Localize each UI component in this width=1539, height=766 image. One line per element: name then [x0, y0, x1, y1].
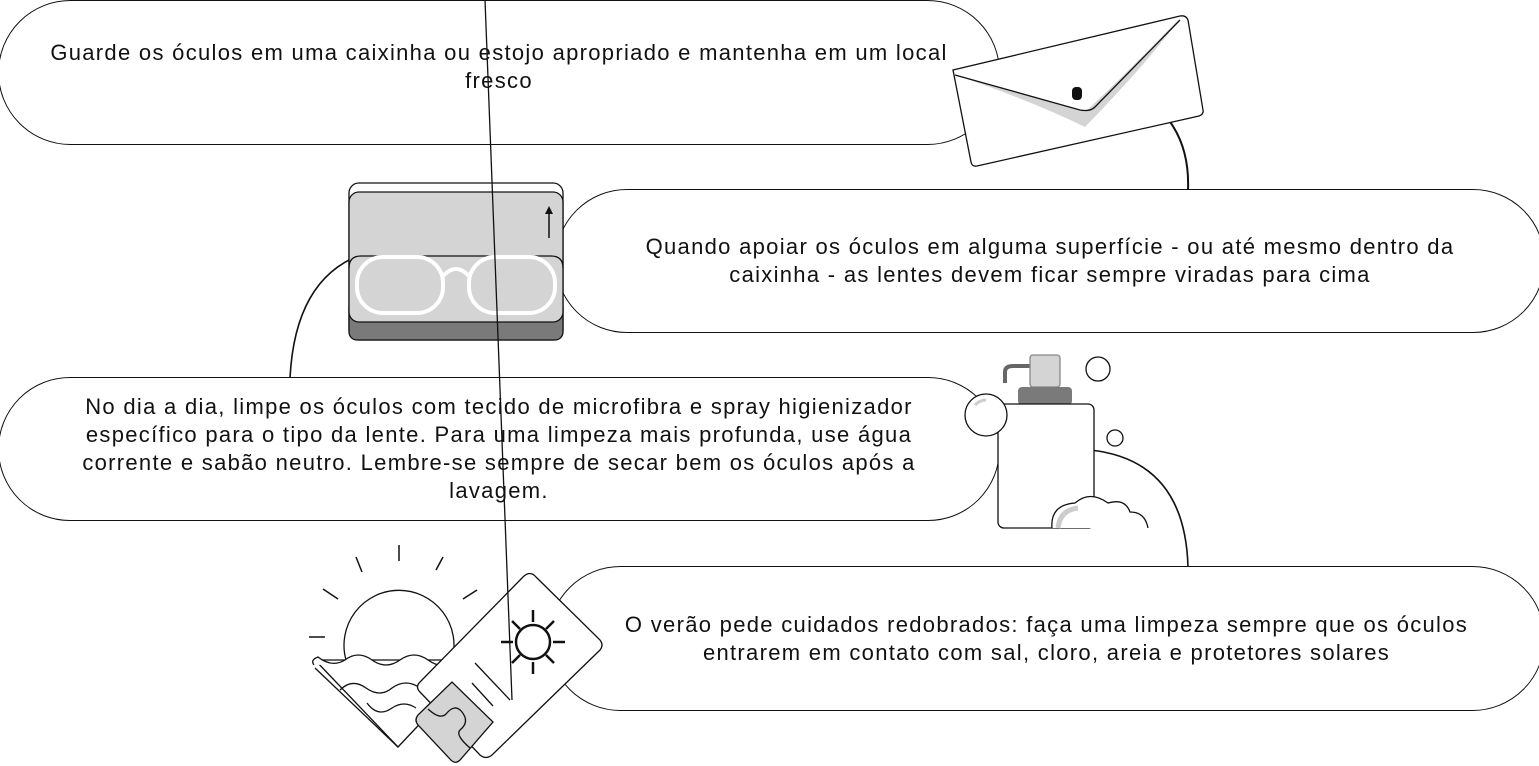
sunscreen-beach-icon	[309, 0, 603, 763]
tip-card-summer: O verão pede cuidados redobrados: faça u…	[548, 566, 1539, 711]
tip-text: O verão pede cuidados redobrados: faça u…	[624, 611, 1469, 665]
tip-card-lenses-up: Quando apoiar os óculos em alguma superf…	[555, 189, 1539, 333]
tip-card-storage: Guarde os óculos em uma caixinha ou esto…	[0, 0, 1000, 145]
envelope-case-icon	[952, 15, 1204, 167]
connector-3-4	[1089, 449, 1189, 568]
tip-text: Quando apoiar os óculos em alguma superf…	[645, 234, 1455, 287]
tip-text: No dia a dia, limpe os óculos com tecido…	[82, 394, 916, 503]
glasses-case-icon	[348, 182, 564, 341]
sun-symbol	[501, 610, 565, 674]
tip-text: Guarde os óculos em uma caixinha ou esto…	[50, 39, 948, 93]
soap-dispenser-icon	[964, 354, 1149, 529]
connector-2-3	[289, 254, 361, 379]
sun-rays	[309, 545, 478, 638]
